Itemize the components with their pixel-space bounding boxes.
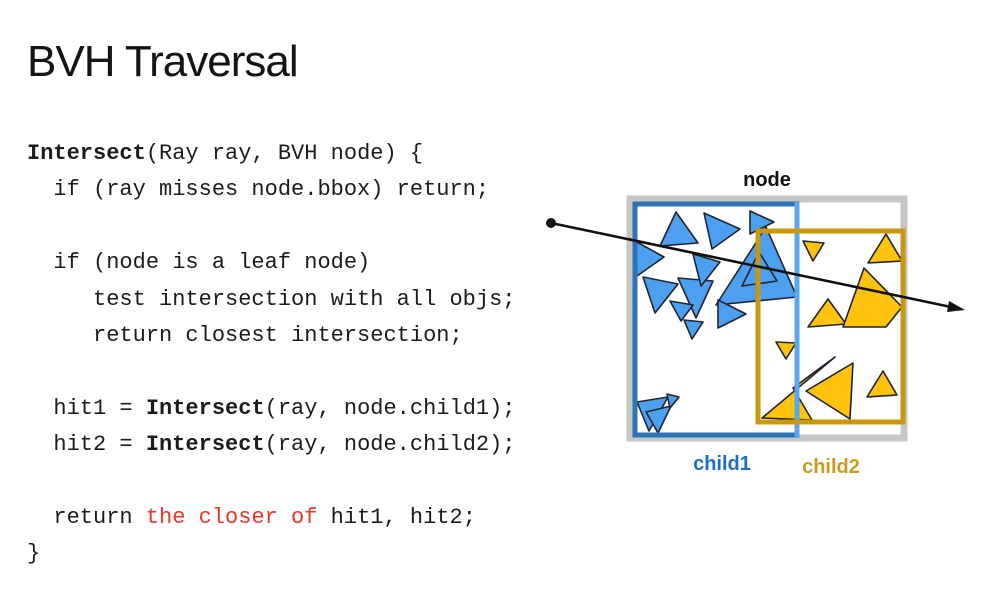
blue-triangle [645,405,672,434]
yellow-triangle [842,267,903,328]
ray-origin-dot [546,218,556,228]
code-text: (ray, node.child1); [264,395,516,421]
bvh-diagram: node child1 child2 [546,169,965,478]
yellow-triangle [775,341,797,360]
child2-bbox [755,228,906,425]
code-line [27,354,516,390]
code-line [27,464,516,500]
yellow-triangle [867,233,903,264]
code-text: hit2 = [27,432,146,458]
code-line: if (node is a leaf node) [27,245,516,281]
blue-triangle [659,211,699,247]
blue-triangle [692,253,721,287]
code-text: hit1, hit2; [317,504,476,530]
code-line: } [27,536,516,572]
blue-triangle [703,212,741,250]
code-text: (ray, node.child2); [264,432,516,458]
code-line: return the closer of hit1, hit2; [27,500,516,536]
blue-triangle [666,393,680,409]
code-text: hit1 = [27,395,146,421]
code-line: return closest intersection; [27,318,516,354]
child1-label: child1 [693,453,751,475]
slide-title: BVH Traversal [27,37,299,87]
blue-triangle [749,210,775,235]
code-keyword: Intersect [145,395,265,421]
code-keyword: Intersect [145,432,265,458]
node-label: node [743,169,791,191]
code-line: if (ray misses node.bbox) return; [27,172,516,208]
code-keyword: Intersect [27,141,146,166]
blue-triangle [683,319,704,340]
blue-triangle [717,299,747,329]
yellow-triangle [805,362,854,420]
blue-triangle [642,276,679,314]
yellow-triangle [802,240,825,262]
blue-triangle [677,277,714,319]
code-text: if (node is a leaf node) [27,250,371,276]
pseudocode-block: Intersect(Ray ray, BVH node) { if (ray m… [27,136,516,573]
code-text: test intersection with all objs; [27,286,516,312]
blue-triangle [669,300,694,322]
code-text: return [27,504,146,530]
code-text: (Ray ray, BVH node) { [145,141,424,166]
code-line: hit2 = Intersect(ray, node.child2); [27,427,516,463]
ray-arrowhead-icon [947,301,965,312]
code-line: Intersect(Ray ray, BVH node) { [27,136,516,172]
code-text: return closest intersection; [27,322,463,348]
yellow-triangle [807,298,847,328]
code-highlight: the closer of [145,504,318,530]
ray-line [550,221,952,309]
code-text: } [27,541,41,567]
code-line [27,209,516,245]
code-line: test intersection with all objs; [27,282,516,318]
child2-label: child2 [802,456,860,478]
code-text: if (ray misses node.bbox) return; [27,177,490,203]
yellow-triangle [866,370,898,398]
code-line: hit1 = Intersect(ray, node.child1); [27,391,516,427]
